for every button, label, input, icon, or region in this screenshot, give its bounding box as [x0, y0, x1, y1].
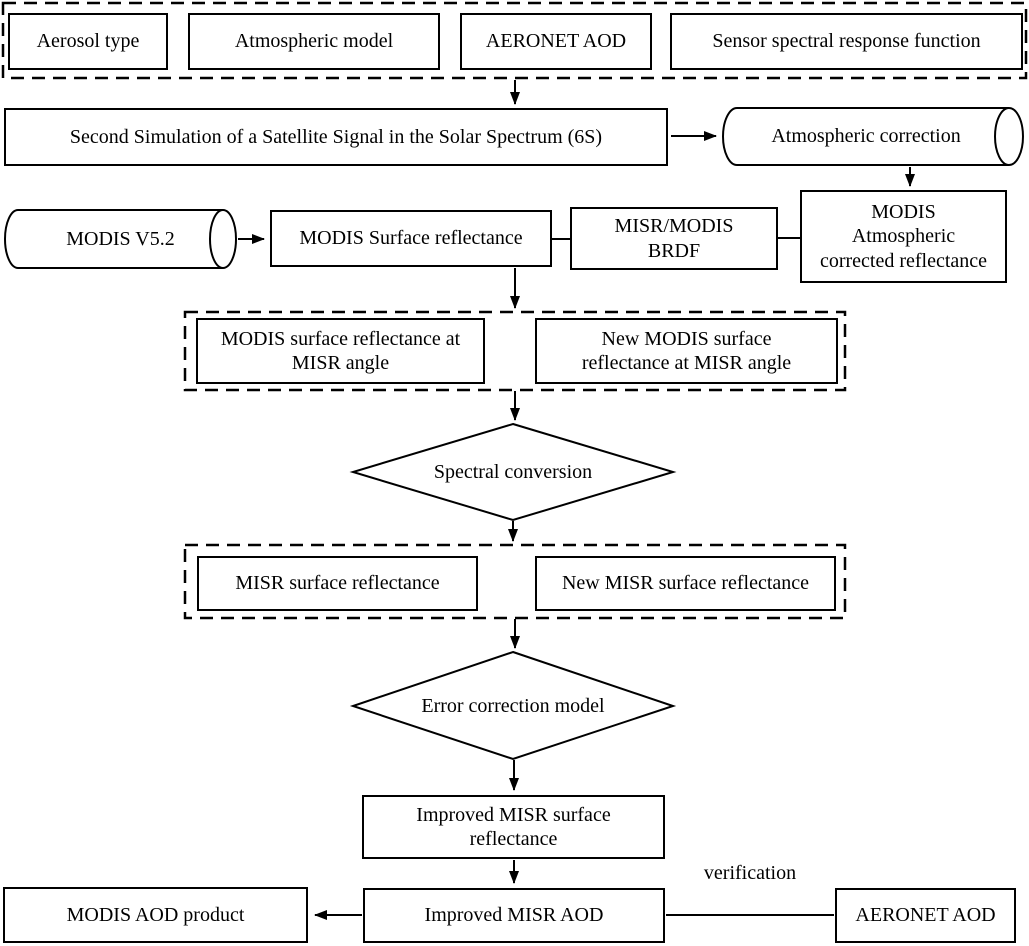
misr-reflectance-group-frame: [183, 543, 847, 620]
modis-reflectance-group-frame: [183, 310, 847, 392]
modis-v52-cylinder: [4, 209, 237, 269]
node-new-misr-surface-reflectance: New MISR surface reflectance: [535, 556, 836, 611]
node-modis-atmospheric-corrected-reflectance: MODIS Atmospheric corrected reflectance: [800, 190, 1007, 283]
node-aerosol-type: Aerosol type: [8, 13, 168, 70]
node-aeronet-aod-input: AERONET AOD: [460, 13, 652, 70]
error-correction-diamond: [349, 650, 677, 761]
node-aeronet-aod-verification: AERONET AOD: [835, 888, 1016, 943]
node-misr-modis-brdf: MISR/MODIS BRDF: [570, 207, 778, 270]
node-improved-misr-surface-reflectance: Improved MISR surface reflectance: [362, 795, 665, 859]
node-modis-aod-product: MODIS AOD product: [3, 887, 308, 943]
node-6s-simulation: Second Simulation of a Satellite Signal …: [4, 108, 668, 166]
node-atmospheric-model: Atmospheric model: [188, 13, 440, 70]
input-group-frame: [1, 1, 1028, 80]
node-modis-surface-reflectance: MODIS Surface reflectance: [270, 210, 552, 267]
spectral-conversion-diamond: [349, 422, 677, 522]
node-sensor-spectral-response-function: Sensor spectral response function: [670, 13, 1023, 70]
atmospheric-correction-cylinder: [722, 107, 1024, 166]
node-misr-surface-reflectance: MISR surface reflectance: [197, 556, 478, 611]
node-new-modis-sr-at-misr-angle: New MODIS surface reflectance at MISR an…: [535, 318, 838, 384]
node-improved-misr-aod: Improved MISR AOD: [363, 888, 665, 943]
node-modis-sr-at-misr-angle: MODIS surface reflectance at MISR angle: [196, 318, 485, 384]
